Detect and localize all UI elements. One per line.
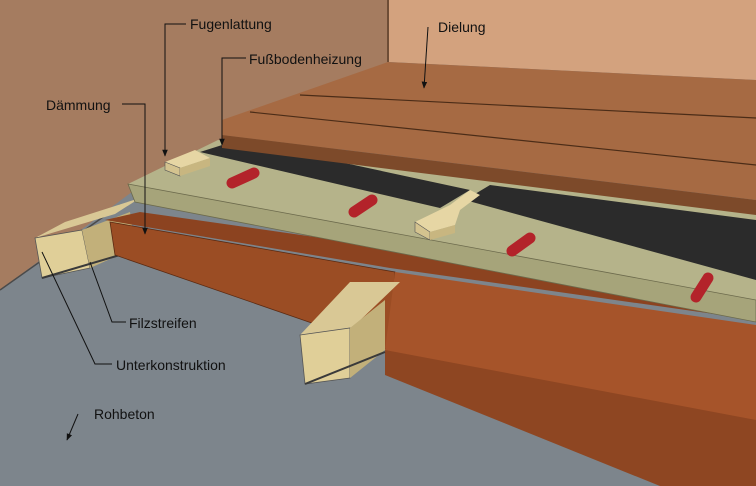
- dielung-top: [222, 62, 756, 200]
- fugenlattung-left-top: [165, 150, 210, 168]
- daemmung-top: [105, 212, 756, 320]
- joist-mid-side: [350, 300, 385, 378]
- fugenlattung-mid-top: [415, 190, 480, 232]
- label-fussbodenheizung: Fußbodenheizung: [249, 51, 362, 67]
- leader-lines: [41, 23, 429, 441]
- fugenlattung-left-side: [180, 158, 210, 176]
- leader-filzstreifen: [89, 261, 126, 323]
- leader-daemmung: [122, 103, 148, 235]
- dielung-front: [222, 135, 756, 215]
- fussbodenheizung-film-right: [465, 185, 756, 280]
- daemmung-right-lower: [385, 350, 756, 486]
- label-filzstreifen: Filzstreifen: [129, 315, 197, 331]
- filzstreifen-left: [41, 251, 131, 279]
- leader-unterkonstruktion: [41, 251, 112, 365]
- label-rohbeton: Rohbeton: [94, 406, 155, 422]
- dielung-seam-1: [299, 94, 756, 119]
- label-daemmung: Dämmung: [46, 97, 111, 113]
- joist-left-top: [35, 198, 140, 238]
- pipe-1: [226, 167, 260, 189]
- pipe-2: [348, 194, 378, 218]
- filzstreifen-mid: [304, 351, 386, 385]
- label-unterkonstruktion: Unterkonstruktion: [116, 357, 226, 373]
- label-fugenlattung: Fugenlattung: [190, 16, 272, 32]
- pipe-4: [690, 272, 714, 303]
- fugenlattung-mid-side: [430, 225, 455, 240]
- label-dielung: Dielung: [438, 19, 486, 35]
- dielung-seam-2: [249, 111, 756, 166]
- leader-dielung: [421, 26, 429, 89]
- wall-right: [388, 0, 756, 80]
- pipe-3: [506, 232, 536, 257]
- joist-mid-top: [300, 282, 400, 335]
- fussbodenheizung-film-left: [200, 140, 470, 208]
- leader-fussbodenheizung: [219, 57, 246, 146]
- heating-pipes: [226, 167, 714, 303]
- osb-front-edge: [127, 183, 756, 323]
- leader-rohbeton: [66, 413, 79, 441]
- leader-fugenlattung: [162, 23, 186, 157]
